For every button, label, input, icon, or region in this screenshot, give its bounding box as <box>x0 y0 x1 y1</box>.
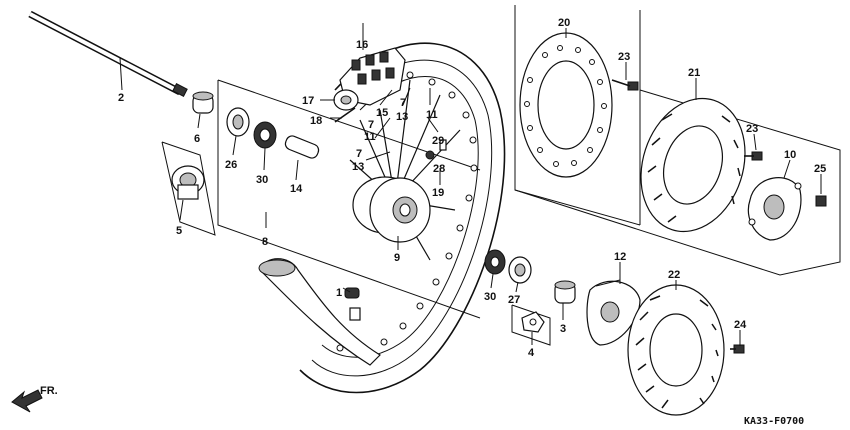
callout-23-lower: 23 <box>746 123 758 135</box>
callout-6: 6 <box>194 133 200 145</box>
callout-4: 4 <box>528 347 535 359</box>
collar-3 <box>554 280 576 304</box>
callout-29: 29 <box>432 135 444 147</box>
rim-band-1 <box>344 287 361 321</box>
callout-7-a: 7 <box>400 97 406 109</box>
seal-27 <box>508 256 532 284</box>
speedometer-gearbox <box>333 47 406 123</box>
callout-10: 10 <box>784 149 796 161</box>
bolt-24 <box>730 344 745 354</box>
callout-21: 21 <box>688 67 700 79</box>
callout-11-a: 11 <box>364 131 376 143</box>
tire-section <box>258 258 381 366</box>
callout-8: 8 <box>262 236 268 248</box>
leader-lines <box>119 23 822 346</box>
callout-30-left: 30 <box>256 174 268 186</box>
spoke-nipple-28-29 <box>425 139 447 160</box>
retainer-4 <box>521 311 545 333</box>
callout-22: 22 <box>668 269 680 281</box>
callout-2: 2 <box>118 92 124 104</box>
callout-11-b: 11 <box>426 109 438 121</box>
diagram-code: KA33-F0700 <box>744 416 804 427</box>
direction-label: FR. <box>40 385 58 397</box>
callout-25: 25 <box>814 163 826 175</box>
callout-19: 19 <box>432 187 444 199</box>
callout-13-b: 13 <box>352 161 364 173</box>
drive-plate-12 <box>586 279 641 346</box>
callout-15: 15 <box>376 107 388 119</box>
wheel-rim <box>299 42 506 394</box>
hub-9 <box>352 176 431 243</box>
callout-26: 26 <box>225 159 237 171</box>
callout-16: 16 <box>356 39 368 51</box>
assembly-box-lines <box>161 5 841 346</box>
callout-13-a: 13 <box>396 111 408 123</box>
callout-labels: 1 2 3 4 5 6 7 7 7 8 9 10 11 11 12 13 13 … <box>118 17 826 359</box>
seal-cap-5 <box>171 165 205 200</box>
callout-30-right: 30 <box>484 291 496 303</box>
callout-7-c: 7 <box>356 148 362 160</box>
callout-24: 24 <box>734 319 747 331</box>
callout-27: 27 <box>508 294 520 306</box>
callout-17: 17 <box>302 95 314 107</box>
callout-3: 3 <box>560 323 566 335</box>
bolt-25 <box>815 195 827 207</box>
callout-14: 14 <box>290 183 303 195</box>
callout-23-upper: 23 <box>618 51 630 63</box>
bolt-23-lower <box>744 151 763 161</box>
bearing-30-left <box>253 121 277 149</box>
brake-disc-20 <box>519 32 613 178</box>
callout-9: 9 <box>394 252 400 264</box>
callout-5: 5 <box>176 225 182 237</box>
collar-6 <box>192 91 214 114</box>
callout-20: 20 <box>558 17 570 29</box>
spacer-14 <box>284 135 320 159</box>
bearing-30-right <box>484 249 506 275</box>
callout-7-b: 7 <box>368 119 374 131</box>
callout-12: 12 <box>614 251 626 263</box>
seal-26 <box>226 107 250 137</box>
bolt-23-upper <box>611 79 639 91</box>
brake-disc-22 <box>627 284 725 416</box>
callout-28: 28 <box>433 163 445 175</box>
brake-disc-21 <box>640 97 746 233</box>
axle <box>28 10 188 97</box>
callout-1: 1 <box>336 287 342 299</box>
hub-cover-10 <box>747 177 802 241</box>
front-direction-arrow: FR. <box>11 385 58 413</box>
callout-18: 18 <box>310 115 322 127</box>
